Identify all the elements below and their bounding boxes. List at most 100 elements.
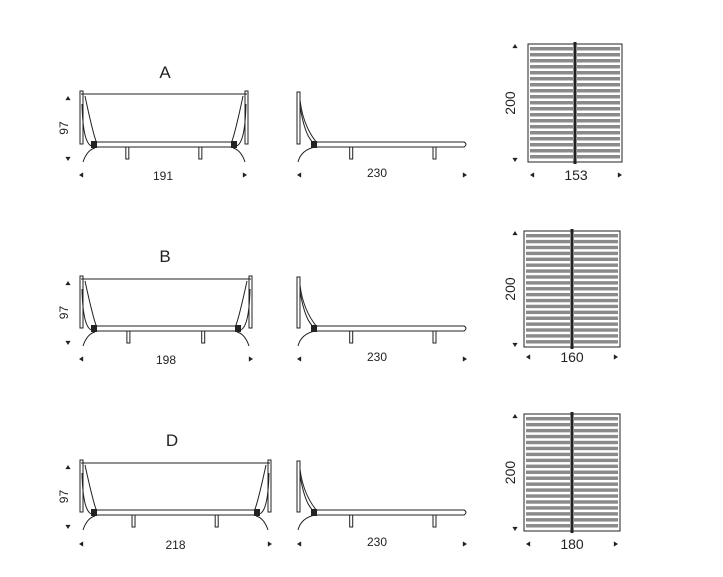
slat [526,452,570,457]
slat [577,143,620,147]
front-height-label: 97 [57,306,71,320]
arrow-down-icon [65,156,71,161]
arrow-up-icon [512,44,518,49]
slat [574,245,618,250]
slat [577,89,620,93]
side-backrest-curve [299,284,318,328]
side-rail [92,325,240,332]
side-rail [317,141,467,148]
slat [574,251,618,256]
left-leg [82,515,96,531]
front-width-label: 218 [165,538,185,552]
slat [530,77,573,81]
slat [526,245,570,250]
headboard-right-curve [234,280,248,329]
slat [526,257,570,261]
headboard-left-curve [84,95,98,145]
arrow-right-icon [267,541,272,547]
slat [574,476,618,480]
front-width-label: 191 [153,169,173,183]
slat [577,119,620,123]
slat [574,464,618,469]
slat [577,65,620,69]
slat [526,482,570,486]
slat [526,304,570,309]
slat-length-label: 200 [502,461,518,485]
left-leg [82,147,96,163]
headboard-right-curve [253,464,267,513]
arrow-up-icon [512,414,518,419]
slat [526,263,570,267]
slat [530,101,573,105]
arrow-left-icon [79,172,84,178]
arrow-down-icon [65,524,71,529]
slat [526,518,570,522]
slat [526,234,570,238]
side-rail [92,509,259,516]
slat [526,269,570,273]
slat [574,298,618,303]
slat [574,263,618,267]
slat [574,417,618,421]
slat [574,470,618,474]
slat [577,53,620,57]
center-leg [125,146,130,160]
headboard-right-curve [230,95,244,145]
slat [526,422,570,427]
slat [530,89,573,93]
slat [530,131,573,135]
slat [574,316,618,320]
slat [526,464,570,469]
slat [530,155,573,159]
arrow-up-icon [65,465,71,470]
arrow-right-icon [462,172,467,178]
slat [526,340,570,344]
slat [574,234,618,238]
slat [574,506,618,510]
slat [574,446,618,451]
slat [574,422,618,427]
left-joint [91,509,97,516]
side-rear-leg [297,330,316,347]
slat [526,494,570,498]
side-backrest-curve [299,99,318,144]
right-leg [255,515,269,531]
slat-width-label: 153 [564,167,588,183]
slat [574,518,618,522]
arrow-left-icon [526,354,531,360]
slat-center-beam [570,229,574,349]
slat-length-label: 200 [502,277,518,301]
slat [577,95,620,99]
slat [526,316,570,320]
side-backrest-curve [299,468,318,512]
slat [530,107,573,111]
arrow-left-icon [79,541,84,547]
side-length-label: 230 [367,535,387,549]
right-leg [236,331,250,347]
side-rail [317,509,467,516]
slat [574,500,618,504]
slat [526,512,570,516]
slat [530,47,573,51]
slat [530,53,573,57]
slat-length-label: 200 [502,91,518,115]
left-joint [91,141,97,148]
slat [577,59,620,63]
side-leg [349,146,354,160]
side-rail [317,325,467,332]
slat [574,328,618,332]
slat [574,440,618,445]
slat [574,494,618,498]
slat [574,512,618,516]
slat [577,47,620,51]
left-leg [82,331,96,347]
side-length-label: 230 [367,350,387,364]
left-joint [91,325,97,332]
slat [526,488,570,492]
slat [577,137,620,141]
slat [526,506,570,510]
slat [530,113,573,117]
slat [574,322,618,326]
